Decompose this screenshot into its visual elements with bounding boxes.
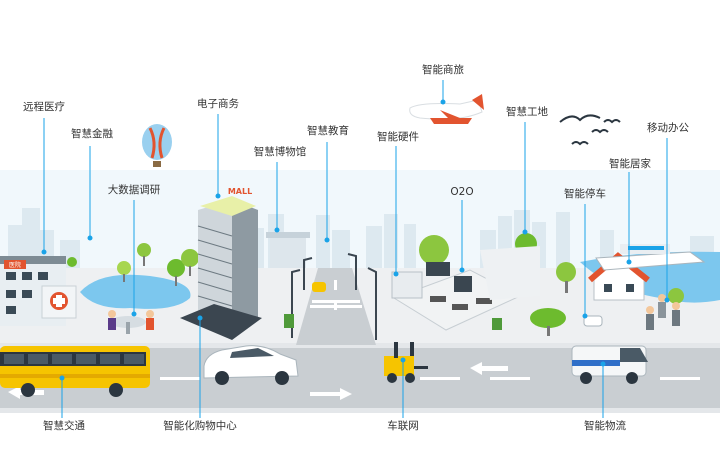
label-smart-parking[interactable]: 智能停车 (564, 188, 606, 200)
hospital: 医院 (0, 256, 77, 326)
label-smart-home[interactable]: 智能居家 (609, 158, 651, 170)
airplane (409, 94, 484, 124)
white-car (203, 345, 299, 385)
mall-sign: MALL (228, 187, 252, 196)
label-internet-of-vehicles[interactable]: 车联网 (387, 420, 419, 432)
hospital-sign: 医院 (9, 261, 21, 269)
research-table (108, 310, 154, 334)
hot-air-balloon (142, 124, 172, 167)
mall-tower: MALL (180, 187, 262, 340)
lake (80, 274, 191, 309)
label-smart-travel[interactable]: 智能商旅 (422, 64, 464, 76)
label-smart-logistics[interactable]: 智能物流 (584, 420, 626, 432)
label-smart-education[interactable]: 智慧教育 (307, 125, 349, 137)
leader-lines (43, 80, 668, 418)
label-smart-hardware[interactable]: 智能硬件 (377, 131, 419, 143)
label-big-data-research[interactable]: 大数据调研 (107, 184, 161, 196)
label-smart-transport[interactable]: 智慧交通 (43, 420, 85, 432)
label-o2o[interactable]: O2O (450, 186, 474, 198)
leader-dots (41, 99, 670, 381)
birds (559, 114, 621, 146)
label-mobile-office[interactable]: 移动办公 (647, 122, 689, 134)
label-smart-site[interactable]: 智慧工地 (506, 106, 548, 118)
label-smart-shopping-center[interactable]: 智能化购物中心 (163, 420, 237, 432)
label-smart-finance[interactable]: 智慧金融 (71, 128, 113, 140)
delivery-van (571, 345, 648, 384)
warehouse (480, 246, 540, 300)
label-ecommerce[interactable]: 电子商务 (197, 98, 239, 110)
small-vehicles (284, 282, 603, 330)
smart-bus (0, 346, 150, 397)
forklift (384, 342, 428, 383)
crosswalk (310, 300, 362, 308)
label-remote-medical[interactable]: 远程医疗 (23, 101, 65, 113)
label-smart-museum[interactable]: 智慧博物馆 (253, 146, 307, 158)
office-workers (646, 294, 680, 330)
museum (266, 232, 310, 268)
yacht (595, 244, 706, 271)
